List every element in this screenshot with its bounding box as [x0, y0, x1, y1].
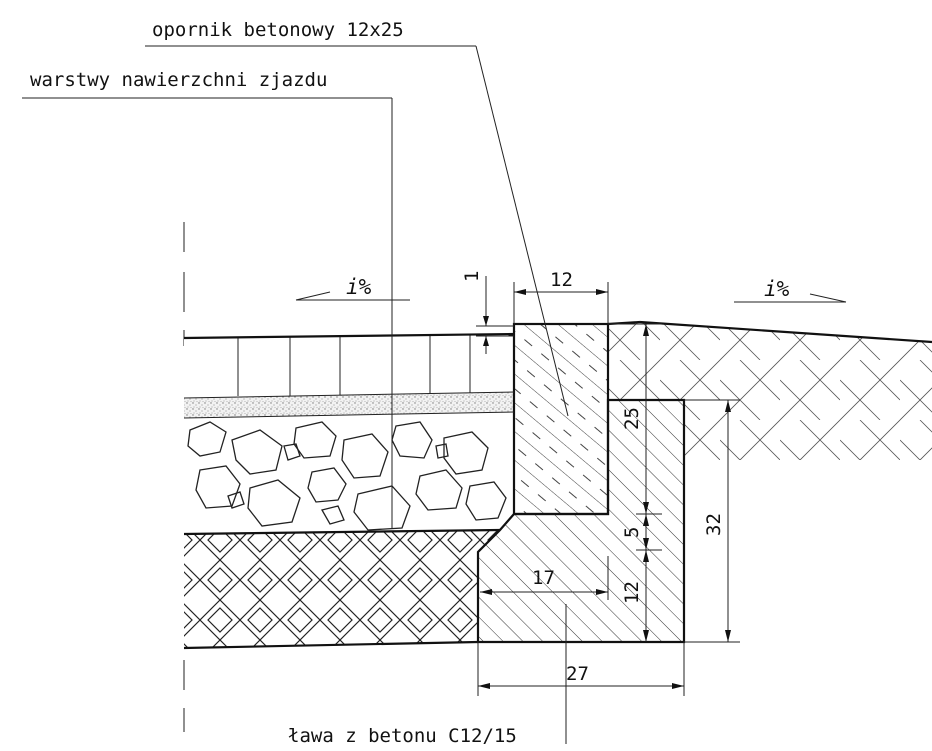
sand-layer	[184, 392, 514, 418]
dim-step-text: 5	[621, 527, 643, 538]
dimension-bench-inner: 17	[480, 556, 609, 600]
soil-right	[608, 322, 932, 460]
dimension-gap: 1	[461, 271, 514, 354]
slope-left: i%	[295, 275, 410, 301]
label-curb: opornik betonowy 12x25	[152, 19, 404, 41]
slope-left-text: i%	[346, 275, 372, 299]
label-bench: ława z betonu C12/15	[288, 725, 517, 747]
dimension-right-chain: 25 5 12	[608, 323, 662, 642]
dim-curb-width-text: 12	[550, 269, 573, 291]
dim-bench-height-text: 32	[703, 513, 725, 536]
dim-curb-height-text: 25	[621, 407, 643, 430]
slope-right-text: i%	[764, 277, 790, 301]
dimension-bench-height: 32	[684, 399, 740, 643]
concrete-curb	[512, 322, 610, 516]
dimension-curb-width: 12	[513, 269, 609, 324]
dim-gap-text: 1	[461, 271, 483, 282]
leader-lines	[22, 45, 569, 744]
dim-bench-width-text: 27	[566, 663, 589, 685]
layer-boundaries	[183, 320, 932, 650]
subbase-layer	[184, 530, 500, 648]
dimension-bench-width: 27	[477, 642, 685, 696]
slope-right: i%	[734, 277, 847, 303]
dim-lower-text: 12	[621, 581, 643, 604]
label-layers: warstwy nawierzchni zjazdu	[30, 69, 327, 91]
pavement-top-layer	[184, 334, 514, 398]
dim-bench-inner-text: 17	[532, 567, 555, 589]
aggregate-base-layer	[184, 412, 514, 534]
